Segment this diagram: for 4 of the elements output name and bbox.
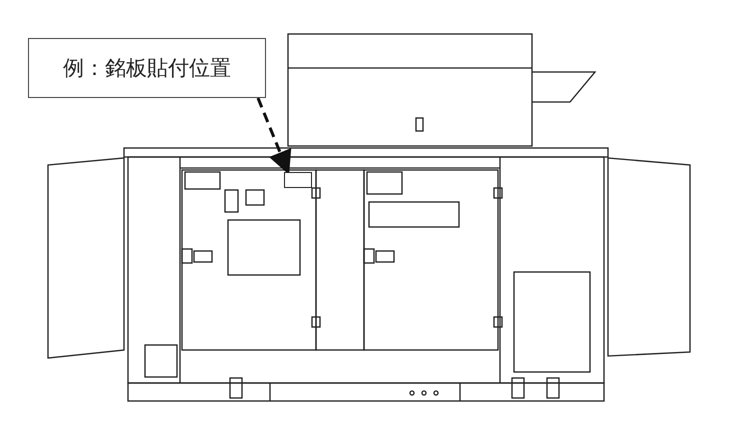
callout-box [28,38,266,98]
nameplate-area [284,172,312,188]
callout-text: 例：銘板貼付位置 [63,55,231,82]
dashed-arrow [256,97,292,175]
